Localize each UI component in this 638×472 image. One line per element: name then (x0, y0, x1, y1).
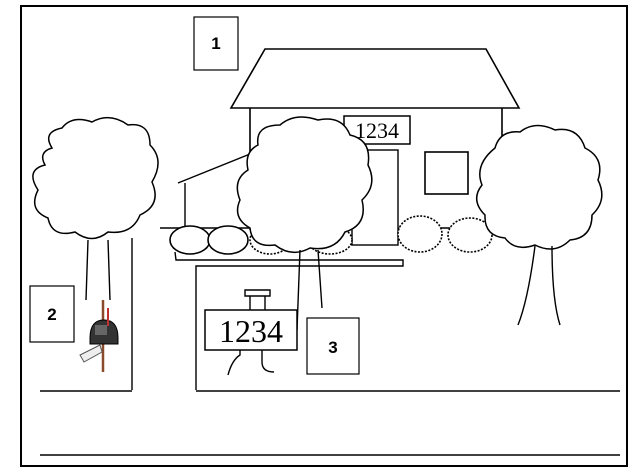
house-window (424, 151, 469, 195)
address-sign (204, 309, 298, 351)
house-roof (229, 48, 521, 109)
house-number-text: 1234 (355, 118, 399, 143)
callout-2-label: 2 (47, 305, 56, 324)
shrub-2 (207, 225, 249, 255)
address-sign-text: 1234 (219, 313, 283, 349)
callout-1-label: 1 (211, 34, 220, 53)
tree-right (476, 124, 603, 326)
callout-2: 2 (29, 285, 75, 343)
shrub-6 (447, 217, 493, 253)
tree-middle (236, 116, 373, 331)
callout-3: 3 (306, 317, 360, 375)
mailbox-post-sign: 1234 (204, 289, 298, 376)
callout-1: 1 (193, 16, 239, 71)
shrub-5 (397, 215, 443, 253)
tree-left (32, 116, 159, 301)
shrub-1 (169, 225, 211, 255)
mailbox-left (79, 300, 119, 372)
callout-3-label: 3 (328, 338, 337, 357)
